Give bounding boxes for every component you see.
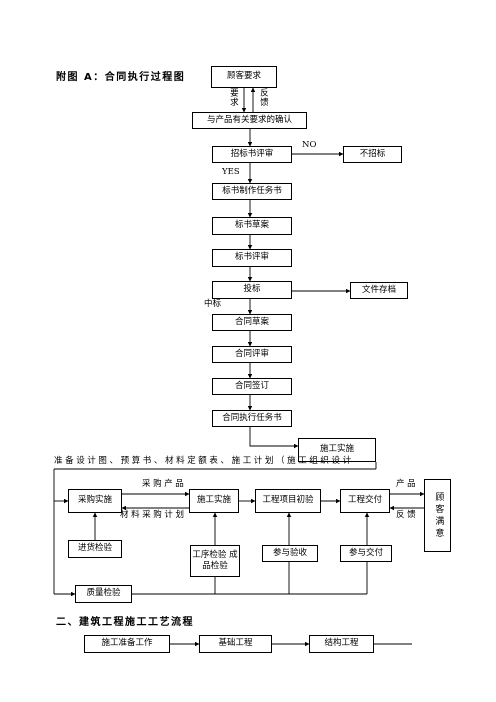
box-construction: 施工实施	[298, 438, 376, 462]
section-title: 二、建筑工程施工工艺流程	[56, 617, 194, 628]
box-handover: 工程交付	[340, 489, 390, 513]
label-won-bid: 中标	[204, 299, 222, 309]
box-execution-task: 合同执行任务书	[212, 410, 292, 427]
box-construction-prep: 施工准备工作	[84, 635, 170, 653]
box-bid: 投标	[212, 281, 292, 299]
box-requirement-confirmation: 与产品有关要求的确认	[192, 112, 307, 129]
box-construction-execution: 施工实施	[189, 489, 239, 513]
label-material-plan: 材料采购计划	[120, 510, 187, 520]
box-customer-requirement: 顾客要求	[211, 66, 277, 88]
box-procurement: 采购实施	[68, 489, 122, 513]
box-no-bid: 不招标	[343, 146, 402, 163]
box-incoming-inspection: 进货检验	[68, 540, 122, 558]
label-prep-documents: 准备设计图、预算书、材料定额表、施工计划（施工组织设计	[54, 456, 354, 466]
label-product: 产品	[396, 479, 419, 489]
label-purchased-products: 采购产品	[142, 479, 187, 489]
figure-title: 附图 A：合同执行过程图	[56, 72, 186, 83]
box-quality-inspection: 质量检验	[75, 585, 132, 603]
box-process-inspection: 工序检验 成品检验	[190, 545, 240, 577]
box-tender-evaluation: 标书评审	[212, 249, 292, 267]
label-feedback: 反馈	[258, 88, 269, 107]
box-structure: 结构工程	[309, 635, 374, 653]
box-foundation: 基础工程	[199, 635, 272, 653]
box-tender-review: 招标书评审	[212, 146, 292, 163]
box-initial-inspection: 工程项目初验	[255, 489, 321, 513]
box-archive: 文件存档	[350, 282, 408, 299]
box-tender-draft: 标书草案	[212, 217, 292, 235]
box-customer-satisfaction: 顾客满意	[424, 479, 451, 552]
box-contract-signing: 合同签订	[212, 378, 292, 395]
box-contract-draft: 合同草案	[212, 314, 292, 331]
label-yes: YES	[222, 167, 240, 177]
box-tender-task: 标书制作任务书	[212, 183, 292, 200]
box-participate-acceptance: 参与验收	[262, 545, 318, 562]
label-requirement: 要求	[228, 88, 239, 107]
label-feedback-2: 反馈	[396, 510, 419, 520]
label-no: NO	[302, 140, 317, 150]
box-contract-review: 合同评审	[212, 346, 292, 363]
box-participate-handover: 参与交付	[340, 545, 392, 562]
